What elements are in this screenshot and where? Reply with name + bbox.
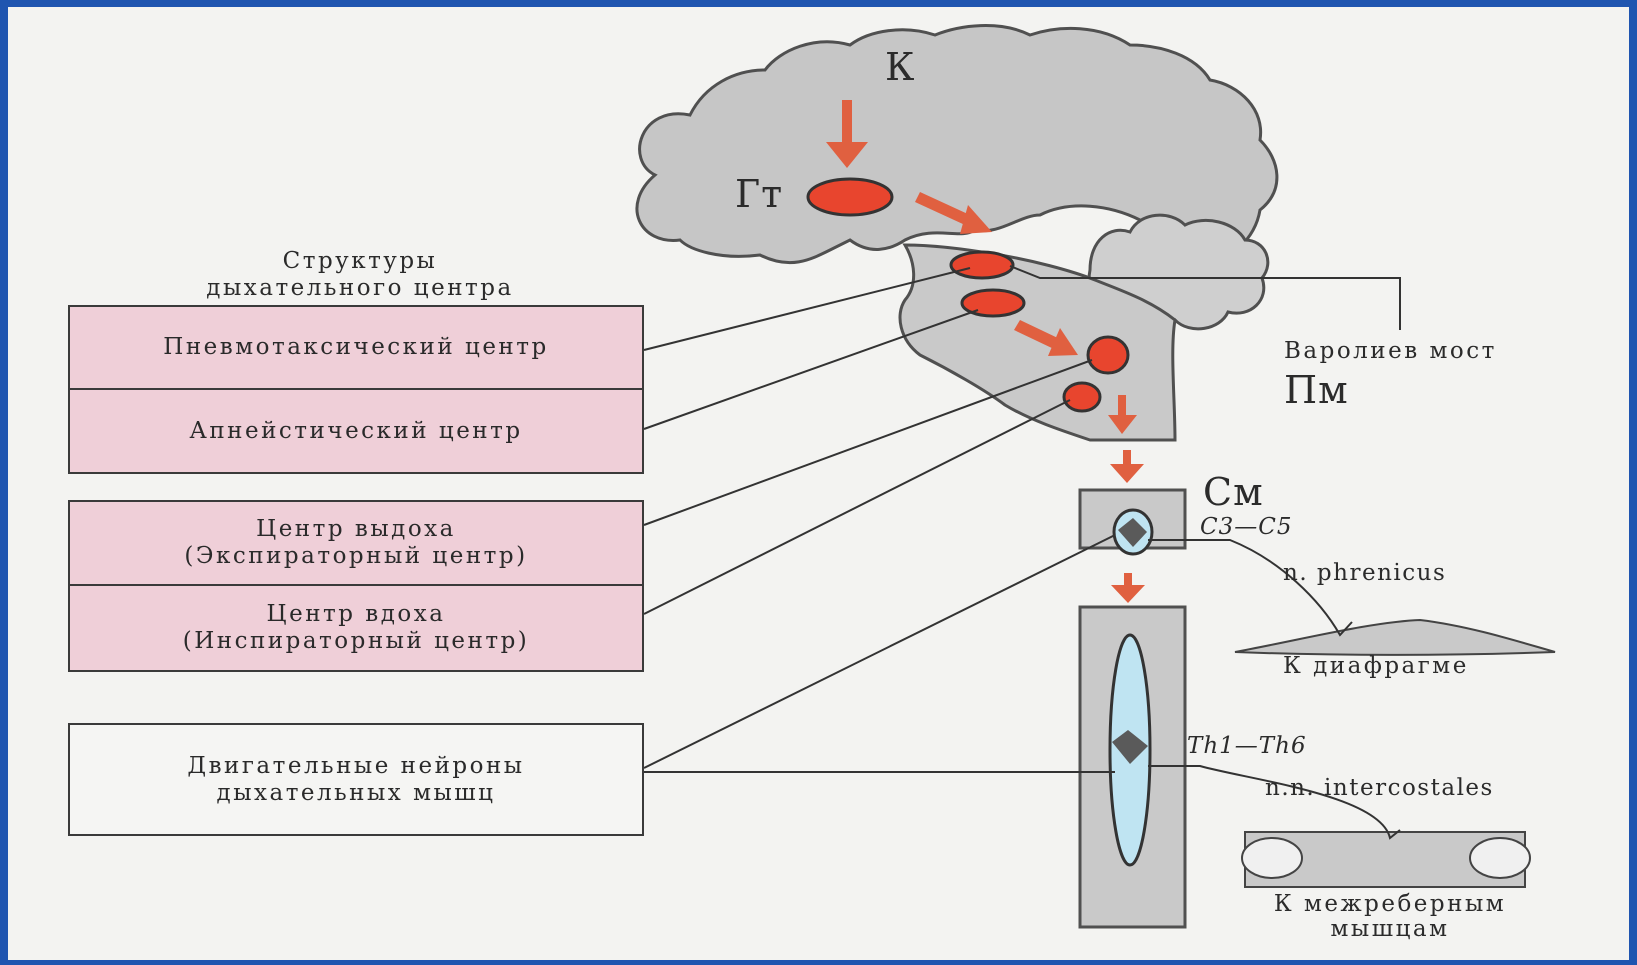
pons-abbr-label: Пм	[1284, 368, 1349, 412]
rib-left	[1242, 838, 1302, 878]
thoracic-segments-label: Th1—Th6	[1187, 733, 1307, 759]
box-pneumotaxic: Пневмотаксический центр	[68, 305, 644, 390]
phrenic-nerve-label: n. phrenicus	[1283, 560, 1446, 586]
rib-right	[1470, 838, 1530, 878]
to-diaphragm-label: К диафрагме	[1283, 653, 1469, 679]
box-apneustic: Апнейстический центр	[68, 388, 644, 474]
heading-line-1: Структуры	[120, 248, 600, 275]
box-expiratory-line-1: Центр выдоха	[256, 516, 456, 543]
box-motor-neurons: Двигательные нейроны дыхательных мышц	[68, 723, 644, 836]
to-intercostal-line-1: К межреберным	[1240, 892, 1540, 917]
pneumotaxic-centre	[951, 252, 1013, 278]
to-intercostal-line-2: мышцам	[1240, 917, 1540, 942]
spinal-cord-label: См	[1203, 470, 1264, 514]
structures-heading: Структуры дыхательного центра	[120, 248, 600, 302]
cervical-segments-label: C3—C5	[1200, 514, 1292, 540]
expiratory-centre	[1088, 337, 1128, 373]
heading-line-2: дыхательного центра	[120, 275, 600, 302]
box-inspiratory-line-1: Центр вдоха	[267, 601, 446, 628]
box-expiratory: Центр выдоха (Экспираторный центр)	[68, 500, 644, 586]
box-inspiratory: Центр вдоха (Инспираторный центр)	[68, 584, 644, 672]
box-motor-neurons-line-2: дыхательных мышц	[217, 780, 496, 807]
box-expiratory-line-2: (Экспираторный центр)	[184, 543, 527, 570]
box-pneumotaxic-label: Пневмотаксический центр	[163, 334, 548, 361]
to-intercostal-label: К межреберным мышцам	[1240, 892, 1540, 942]
cortex-label: К	[885, 45, 915, 89]
diaphragm	[1235, 620, 1555, 655]
inspiratory-centre	[1064, 383, 1100, 411]
box-apneustic-label: Апнейстический центр	[189, 418, 522, 445]
intercostal-nerves-label: n.n. intercostales	[1265, 775, 1494, 801]
pons-name-label: Варолиев мост	[1284, 338, 1497, 364]
hypothalamus-centre	[808, 179, 892, 215]
box-inspiratory-line-2: (Инспираторный центр)	[183, 628, 530, 655]
box-motor-neurons-line-1: Двигательные нейроны	[187, 753, 524, 780]
hypothalamus-label: Гт	[735, 172, 783, 216]
